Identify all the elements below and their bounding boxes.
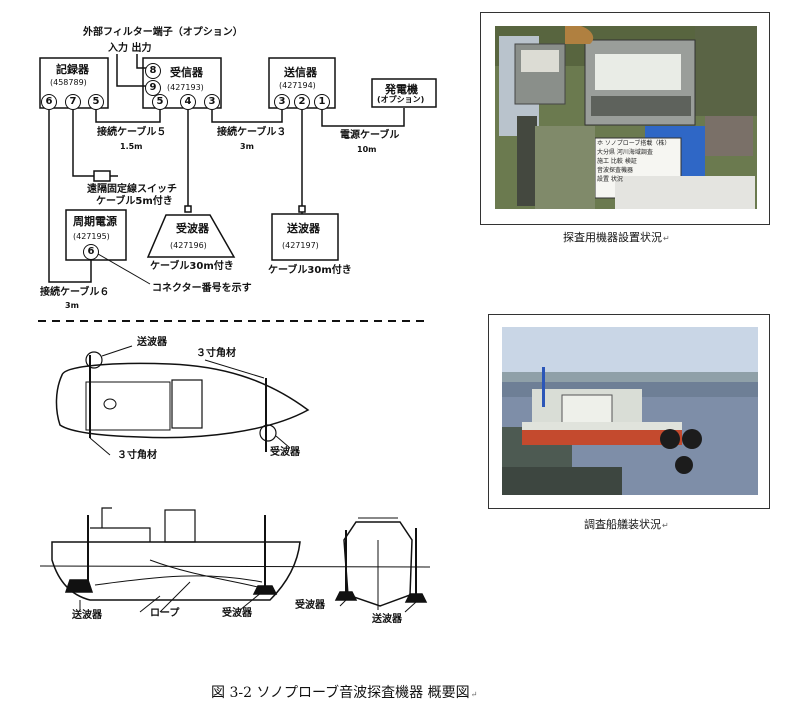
transmitter-title: 送信器: [284, 66, 317, 79]
transmitter-port-1: 1: [314, 94, 330, 110]
receiver-code: (427193): [167, 83, 204, 92]
boat-top-rx-label: 受波器: [270, 447, 300, 458]
figure-caption-text: 図 3-2 ソノプローブ音波探査機器 概要図: [211, 685, 470, 701]
rx-transducer-title: 受波器: [176, 222, 209, 235]
remote-switch-cable: ケーブル5m付き: [96, 196, 173, 207]
equipment-photo: [495, 26, 757, 209]
period-power-code: (427195): [73, 232, 110, 241]
boat-top-tx-label: 送波器: [137, 337, 167, 348]
receiver-port-8: 8: [145, 63, 161, 79]
tx-transducer-cable: ケーブル30m付き: [268, 265, 352, 276]
cable5-label: 接続ケーブル５: [97, 127, 167, 138]
boat-side-tx-label: 送波器: [72, 610, 102, 621]
boat-front-tx-label: 送波器: [372, 614, 402, 625]
power-cable-length: 10m: [357, 145, 377, 154]
receiver-port-3: 3: [204, 94, 220, 110]
figure-caption: 図 3-2 ソノプローブ音波探査機器 概要図↵: [211, 682, 477, 702]
boat-top-beam-bottom-label: ３寸角材: [117, 450, 157, 461]
ship-caption-text: 調査船艤装状況: [584, 518, 661, 531]
rx-transducer-cable: ケーブル30m付き: [150, 261, 234, 272]
cable3-label: 接続ケーブル３: [217, 127, 287, 138]
recorder-port-5: 5: [88, 94, 104, 110]
generator-sub: (オプション): [377, 95, 425, 104]
return-mark-icon: ↵: [470, 690, 478, 699]
rx-transducer-code: (427196): [170, 241, 207, 250]
sign-line-5: 設置 状況: [597, 176, 623, 183]
sign-line-4: 音波探査機器: [597, 167, 634, 174]
equipment-caption-text: 探査用機器設置状況: [563, 231, 662, 244]
receiver-title: 受信器: [170, 66, 203, 79]
transmitter-port-3: 3: [274, 94, 290, 110]
cable3-length: 3m: [240, 142, 254, 151]
receiver-port-4: 4: [180, 94, 196, 110]
ship-photo: [502, 327, 758, 495]
ship-photo-frame: [488, 314, 770, 509]
power-cable-label: 電源ケーブル: [340, 130, 400, 141]
transmitter-code: (427194): [279, 81, 316, 90]
input-output-label: 入力 出力: [108, 43, 152, 54]
equipment-sign: ホ ソノプローブ搭載（株） 大分県 河川海域調査 施工 比較 検証 音波探査機器…: [597, 139, 681, 184]
boat-side-rx-label: 受波器: [222, 608, 252, 619]
recorder-port-7: 7: [65, 94, 81, 110]
tx-transducer-title: 送波器: [287, 222, 320, 235]
ship-photo-caption: 調査船艤装状況↵: [584, 516, 669, 532]
external-filter-label: 外部フィルター端子（オプション）: [83, 27, 243, 38]
receiver-port-9: 9: [145, 80, 161, 96]
remote-switch-label: 遠隔固定線スイッチ: [87, 184, 177, 195]
generator-title: 発電機: [385, 83, 418, 96]
cable5-length: 1.5m: [120, 142, 143, 151]
return-mark-icon: ↵: [662, 521, 669, 530]
period-power-port-6: 6: [83, 244, 99, 260]
transmitter-port-2: 2: [294, 94, 310, 110]
recorder-port-6: 6: [41, 94, 57, 110]
boat-side-rope-label: ロープ: [150, 608, 180, 619]
receiver-port-5: 5: [152, 94, 168, 110]
sign-line-1: ホ ソノプローブ搭載（株）: [597, 140, 671, 147]
recorder-title: 記録器: [56, 63, 89, 76]
tx-transducer-code: (427197): [282, 241, 319, 250]
equipment-photo-caption: 探査用機器設置状況↵: [563, 229, 670, 245]
recorder-code: (458789): [50, 78, 87, 87]
sign-line-3: 施工 比較 検証: [597, 158, 637, 165]
equipment-photo-frame: ホ ソノプローブ搭載（株） 大分県 河川海域調査 施工 比較 検証 音波探査機器…: [480, 12, 770, 225]
boat-top-beam-top-label: ３寸角材: [196, 348, 236, 359]
period-power-title: 周期電源: [73, 215, 117, 228]
boat-front-rx-label: 受波器: [295, 600, 325, 611]
connector-note: コネクター番号を示す: [152, 283, 252, 294]
return-mark-icon: ↵: [663, 234, 670, 243]
cable6-length: 3m: [65, 301, 79, 310]
sign-line-2: 大分県 河川海域調査: [597, 149, 653, 156]
cable6-label: 接続ケーブル６: [40, 287, 110, 298]
